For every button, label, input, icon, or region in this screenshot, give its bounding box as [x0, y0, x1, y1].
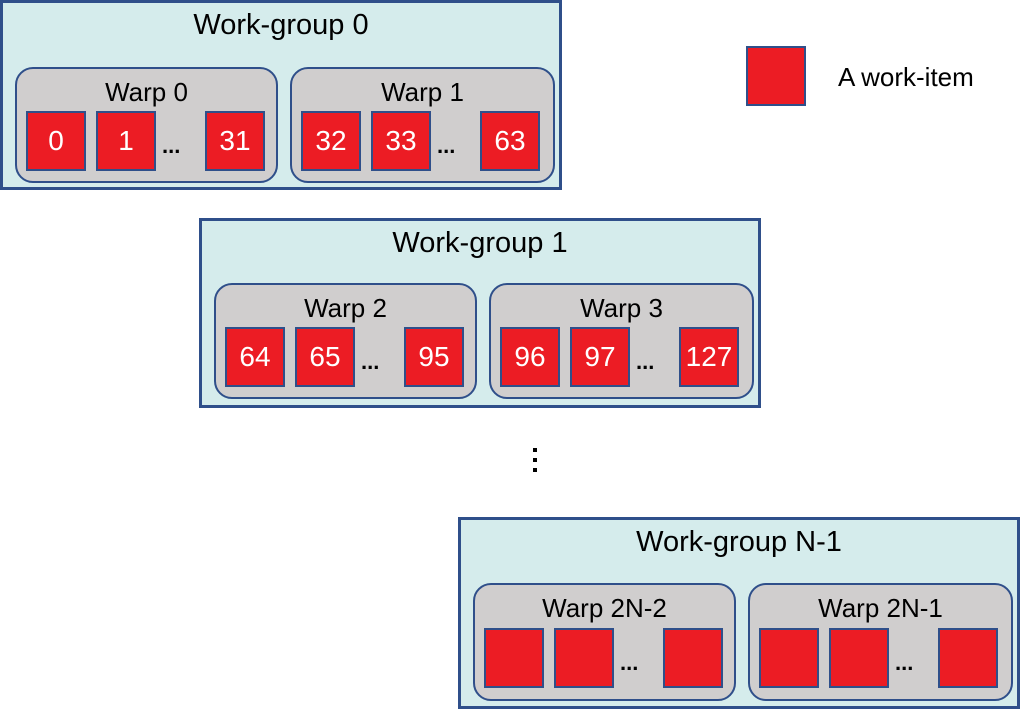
warp-3: Warp 3 96 97 ... 127	[489, 283, 754, 399]
work-item: 32	[301, 111, 361, 171]
ellipsis: ...	[620, 650, 639, 675]
workgroup-title: Work-group 0	[193, 9, 369, 41]
ellipsis: ...	[437, 133, 456, 158]
work-item	[484, 628, 544, 688]
work-item: 31	[205, 111, 265, 171]
work-item: 96	[500, 327, 560, 387]
work-item: 0	[26, 111, 86, 171]
warp-2: Warp 2 64 65 ... 95	[214, 283, 477, 399]
workgroup-title: Work-group 1	[392, 227, 568, 259]
work-item: 33	[371, 111, 431, 171]
work-item	[663, 628, 723, 688]
ellipsis: ...	[162, 133, 181, 158]
workgroup-0: Work-group 0 Warp 0 0 1 ... 31 Warp 1 32…	[0, 0, 562, 190]
warp-title: Warp 2	[304, 293, 387, 323]
warp-title: Warp 1	[381, 77, 464, 107]
warp-0: Warp 0 0 1 ... 31	[15, 67, 278, 183]
work-item: 1	[96, 111, 156, 171]
ellipsis: ...	[636, 349, 655, 374]
work-item: 64	[225, 327, 285, 387]
warp-title: Warp 2N-2	[542, 593, 667, 623]
work-item	[829, 628, 889, 688]
warp-title: Warp 0	[105, 77, 188, 107]
workgroup-title: Work-group N-1	[636, 526, 842, 558]
warp-1: Warp 1 32 33 ... 63	[290, 67, 555, 183]
warp-2n-2: Warp 2N-2 ...	[473, 583, 736, 701]
ellipsis: ...	[895, 650, 914, 675]
work-item: 95	[404, 327, 464, 387]
work-item	[938, 628, 998, 688]
work-item	[759, 628, 819, 688]
warp-title: Warp 2N-1	[818, 593, 943, 623]
ellipsis: ...	[361, 349, 380, 374]
workgroup-n-1: Work-group N-1 Warp 2N-2 ... Warp 2N-1 .…	[458, 517, 1020, 709]
legend-work-item-swatch	[746, 46, 806, 106]
vertical-ellipsis-icon	[531, 448, 539, 474]
warp-2n-1: Warp 2N-1 ...	[748, 583, 1013, 701]
work-item	[554, 628, 614, 688]
work-item: 63	[480, 111, 540, 171]
warp-title: Warp 3	[580, 293, 663, 323]
work-item: 127	[679, 327, 739, 387]
work-item: 97	[570, 327, 630, 387]
work-item: 65	[295, 327, 355, 387]
workgroup-1: Work-group 1 Warp 2 64 65 ... 95 Warp 3 …	[199, 218, 761, 408]
legend-label: A work-item	[838, 62, 974, 92]
